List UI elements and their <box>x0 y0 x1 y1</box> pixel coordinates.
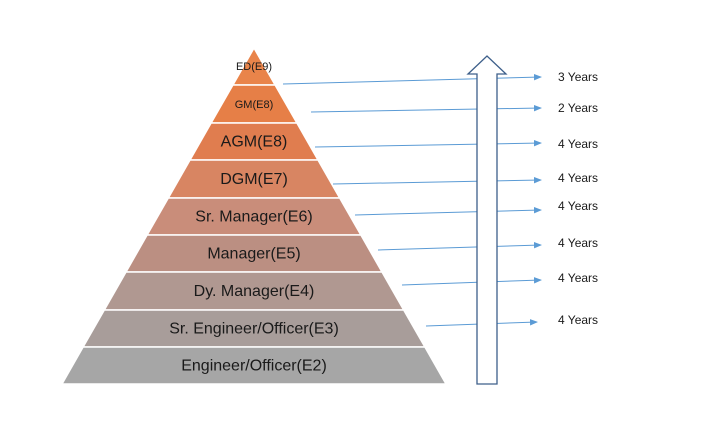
duration-label: 4 Years <box>558 137 598 151</box>
connectors <box>282 73 542 327</box>
pyramid-level-label: AGM(E8) <box>221 134 288 151</box>
duration-label: 4 Years <box>558 236 598 250</box>
pyramid-level-label: DGM(E7) <box>220 171 288 188</box>
duration-label: 3 Years <box>558 70 598 84</box>
duration-label: 2 Years <box>558 101 598 115</box>
duration-connector-arrow <box>377 242 542 251</box>
duration-connector-arrow <box>314 139 542 148</box>
pyramid-level-label: GM(E8) <box>235 99 274 111</box>
duration-connector-arrow <box>354 206 542 216</box>
duration-label: 4 Years <box>558 313 598 327</box>
duration-connector-arrow <box>310 104 542 113</box>
pyramid-level-label: Sr. Engineer/Officer(E3) <box>169 321 339 338</box>
duration-label: 4 Years <box>558 271 598 285</box>
duration-labels: 3 Years 2 Years 4 Years 4 Years 4 Years 4 Yea… <box>558 70 598 327</box>
pyramid-level-label: Sr. Manager(E6) <box>195 209 312 226</box>
pyramid-level-label: ED(E9) <box>236 61 272 73</box>
pyramid: ED(E9) GM(E8) AGM(E8) DGM(E7) Sr. Manager(E6… <box>60 46 448 385</box>
pyramid-level-label: Manager(E5) <box>207 246 300 263</box>
duration-connector-arrow <box>332 176 542 185</box>
pyramid-level-label: Dy. Manager(E4) <box>194 283 315 300</box>
upward-progression-arrow-icon <box>466 55 508 385</box>
duration-label: 4 Years <box>558 199 598 213</box>
pyramid-level-9 <box>60 346 448 385</box>
pyramid-level-label: Engineer/Officer(E2) <box>181 358 327 375</box>
duration-label: 4 Years <box>558 171 598 185</box>
duration-connector-arrow <box>401 277 542 286</box>
duration-connector-arrow <box>282 73 542 85</box>
